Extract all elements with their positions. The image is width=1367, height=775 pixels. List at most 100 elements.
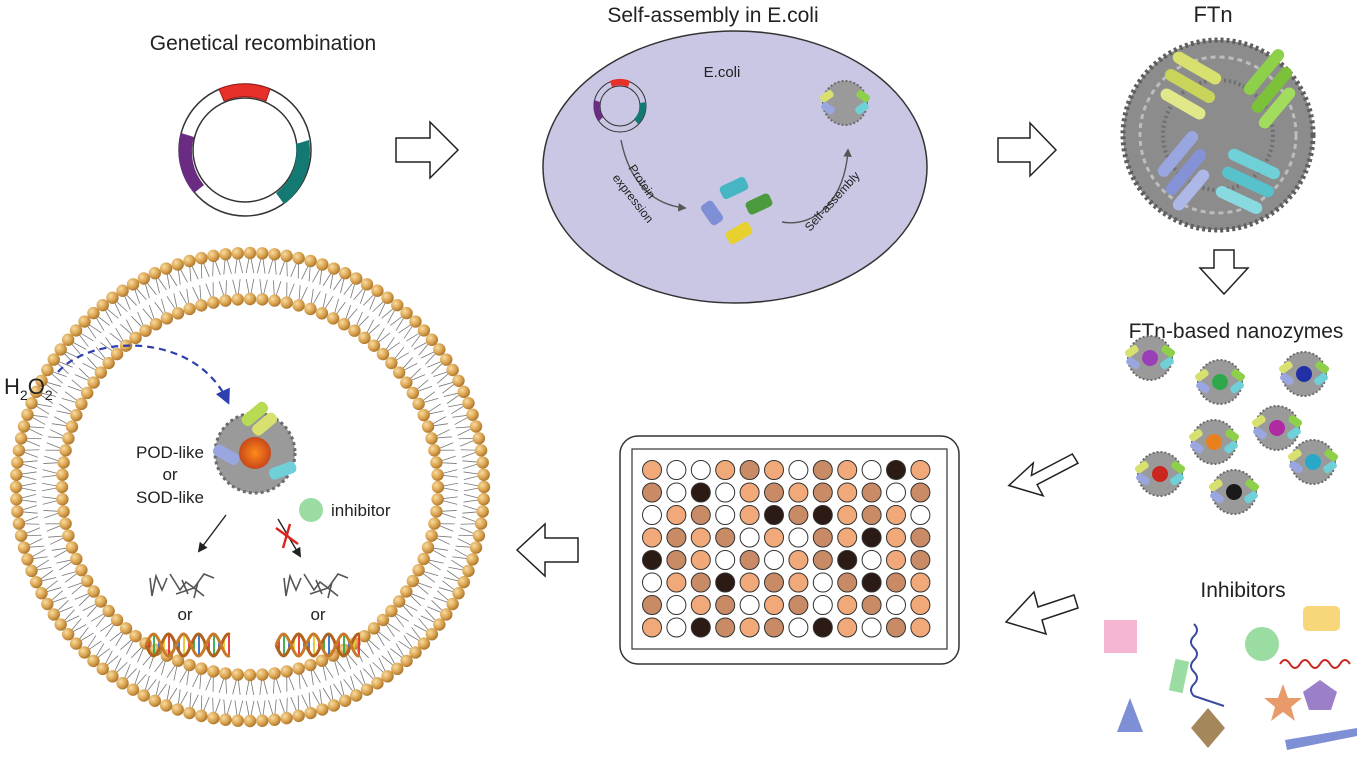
- lipid-head: [148, 267, 162, 280]
- lipid-head: [371, 677, 384, 690]
- lipid-head: [9, 480, 23, 494]
- plate-well: [812, 460, 833, 480]
- plate-well: [690, 617, 711, 638]
- lipid-head: [35, 374, 48, 387]
- plasmid-purple-segment: [178, 133, 204, 193]
- lipid-head: [256, 668, 269, 681]
- lipid-head: [106, 291, 119, 304]
- lipid-head: [69, 324, 83, 337]
- plate-well: [739, 527, 760, 548]
- protein-target-right: [283, 573, 349, 599]
- lipid-head: [417, 324, 431, 337]
- plate-well: [886, 505, 906, 525]
- lipid-head: [75, 397, 88, 411]
- inhibitor-label: inhibitor: [331, 501, 391, 520]
- nanozyme-2: [1192, 359, 1248, 405]
- lipid-head: [80, 386, 94, 400]
- plate-well: [788, 572, 809, 593]
- inhibitor-tan-diamond: [1191, 708, 1225, 748]
- lipid-head: [94, 595, 108, 608]
- lipid-head: [385, 356, 398, 370]
- lipid-bilayer: [9, 246, 491, 728]
- inhibitor-red-wave: [1279, 659, 1351, 669]
- lipid-head: [462, 396, 475, 410]
- lipid-head: [406, 574, 420, 588]
- plate-well: [910, 572, 931, 593]
- lipid-head: [304, 658, 317, 672]
- title-ftn-nanozymes: FTn-based nanozymes: [1129, 320, 1344, 343]
- lipid-head: [350, 272, 363, 285]
- plate-well: [642, 505, 662, 525]
- lipid-head: [87, 376, 100, 389]
- title-ftn: FTn: [1193, 2, 1232, 27]
- lipid-head: [417, 552, 430, 566]
- lipid-head: [406, 386, 420, 400]
- ftn-cage-structure: [1120, 37, 1316, 233]
- h2o2-label: H2O2: [4, 374, 53, 403]
- lipid-head: [65, 541, 79, 554]
- lipid-head: [409, 646, 422, 659]
- lipid-head: [280, 249, 293, 263]
- plate-well: [739, 550, 760, 570]
- lipid-head: [268, 294, 281, 307]
- lipid-head: [400, 585, 413, 598]
- plate-well: [910, 527, 931, 548]
- h2o2-dashed-arrow: [57, 344, 230, 405]
- lipid-head: [315, 307, 329, 320]
- plate-well: [666, 505, 687, 525]
- lipid-head: [280, 296, 293, 309]
- inhibitor-orange-star: [1264, 684, 1302, 721]
- lipid-head: [412, 563, 425, 577]
- lipid-head: [87, 306, 100, 320]
- plate-well: [837, 482, 858, 503]
- lipid-head: [412, 397, 425, 411]
- inhibition-cross: [275, 523, 299, 549]
- plate-well: [764, 572, 784, 593]
- lipid-head: [231, 247, 244, 260]
- arrow-left-2: [1004, 590, 1079, 636]
- lipid-head: [207, 296, 220, 309]
- plate-well: [861, 550, 882, 570]
- lipid-head: [102, 356, 115, 370]
- plate-well: [861, 482, 882, 503]
- plate-well: [642, 550, 662, 570]
- plate-well: [642, 460, 662, 480]
- lipid-head: [338, 694, 352, 707]
- lipid-head: [243, 292, 257, 306]
- lipid-head: [21, 553, 34, 566]
- plate-well: [715, 572, 736, 593]
- plate-well: [690, 550, 711, 570]
- lipid-head: [367, 622, 381, 635]
- lipid-head: [126, 278, 140, 291]
- lipid-head: [428, 444, 441, 457]
- lipid-head: [10, 468, 23, 481]
- lipid-head: [41, 597, 54, 611]
- plate-well: [812, 550, 833, 570]
- lipid-head: [171, 703, 184, 716]
- lipid-head: [78, 315, 91, 328]
- liposome-cell: H2O2 POD-like or SOD-like inhibitor: [4, 246, 491, 728]
- lipid-head: [207, 665, 220, 678]
- nanozyme-8: [1285, 439, 1341, 485]
- lipid-head: [137, 689, 150, 702]
- arrow-right-2: [997, 121, 1058, 178]
- lipid-head: [430, 456, 443, 469]
- lipid-head: [57, 505, 70, 518]
- lipid-head: [62, 432, 75, 445]
- plate-well: [715, 617, 736, 638]
- lipid-head: [338, 267, 352, 280]
- ftn-blue-helices: [1157, 131, 1210, 211]
- plate-well: [861, 617, 882, 638]
- lipid-head: [80, 574, 94, 588]
- lipid-head: [183, 302, 196, 316]
- lipid-head: [446, 363, 459, 377]
- lipid-head: [466, 408, 479, 421]
- lipid-head: [327, 262, 341, 275]
- lipid-head: [87, 585, 100, 598]
- plate-well: [642, 527, 662, 548]
- lipid-head: [268, 248, 281, 261]
- lipid-head: [75, 563, 88, 577]
- plate-well: [666, 595, 687, 615]
- lipid-head: [421, 541, 435, 554]
- lipid-head: [457, 385, 470, 399]
